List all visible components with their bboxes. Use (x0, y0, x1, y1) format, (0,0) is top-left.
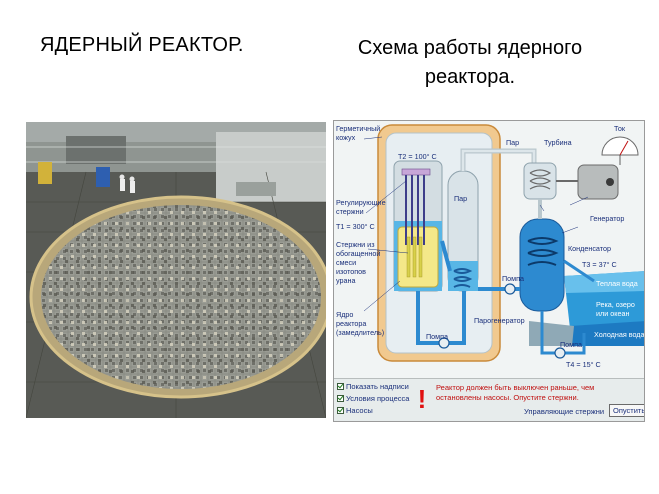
label-steam-generator: Парогенератор (474, 316, 525, 325)
label-fuel-1: Стержни из (336, 240, 375, 249)
warning-icon: ! (417, 384, 427, 414)
label-core-1: Ядро (336, 310, 353, 319)
warning-text: Реактор должен быть выключен раньше, чем… (436, 383, 595, 402)
checkbox-label: Показать надписи (346, 382, 409, 391)
label-fuel-5: урана (336, 276, 355, 285)
reactor-scheme-diagram: Герметичный кожух T2 = 100° C Регулирующ… (333, 120, 645, 422)
label-control-rods-2: стержни (336, 207, 364, 216)
label-t2: T2 = 100° C (398, 152, 437, 161)
slide-title-right: Схема работы ядерного реактора. (357, 37, 583, 88)
label-t1: T1 = 300° C (336, 222, 375, 231)
label-warm-water: Теплая вода (596, 279, 638, 288)
label-fuel-2: обогащенной (336, 249, 380, 258)
checkbox-icon[interactable] (337, 407, 344, 414)
label-containment-2: кожух (336, 133, 356, 142)
label-control-rods-1: Регулирующие (336, 198, 386, 207)
slide-title-left: ЯДЕРНЫЙ РЕАКТОР. (40, 34, 244, 56)
label-fuel-3: смеси (336, 258, 356, 267)
label-generator: Генератор (590, 214, 624, 223)
label-condenser: Конденсатор (568, 244, 611, 253)
label-pump-mid: Помпа (502, 274, 524, 283)
label-river-2: или океан (596, 309, 629, 318)
checkbox-icon[interactable] (337, 383, 344, 390)
checkbox-label: Насосы (346, 406, 373, 415)
reactor-hall-photo (26, 122, 326, 418)
label-river-1: Река, озеро (596, 300, 635, 309)
checkbox-pumps[interactable]: Насосы (337, 406, 373, 415)
label-current: Ток (614, 124, 626, 133)
label-core-2: реактора (336, 319, 366, 328)
label-turbine: Турбина (544, 138, 572, 147)
label-t3: T3 = 37° C (582, 260, 617, 269)
label-cold-water: Холодная вода (594, 330, 644, 339)
lower-rods-button[interactable]: Опустить (609, 404, 644, 417)
control-panel: Показать надписи Условия процесса Насосы… (334, 378, 644, 421)
checkbox-label: Условия процесса (346, 394, 410, 403)
label-fuel-4: изотопов (336, 267, 366, 276)
checkbox-icon[interactable] (337, 395, 344, 402)
control-rods-label: Управляющие стержни (524, 407, 605, 416)
checkbox-process-conditions[interactable]: Условия процесса (337, 394, 409, 403)
label-t4: T4 = 15° C (566, 360, 601, 369)
label-core-3: (замедлитель) (336, 328, 384, 337)
label-steam-top: Пар (506, 138, 519, 147)
label-pump-right: Помпа (560, 340, 582, 349)
label-pump-top: Помпа (426, 332, 448, 341)
label-steam-left: Пар (454, 194, 467, 203)
checkbox-show-labels[interactable]: Показать надписи (337, 382, 409, 391)
label-containment-1: Герметичный (336, 124, 380, 133)
